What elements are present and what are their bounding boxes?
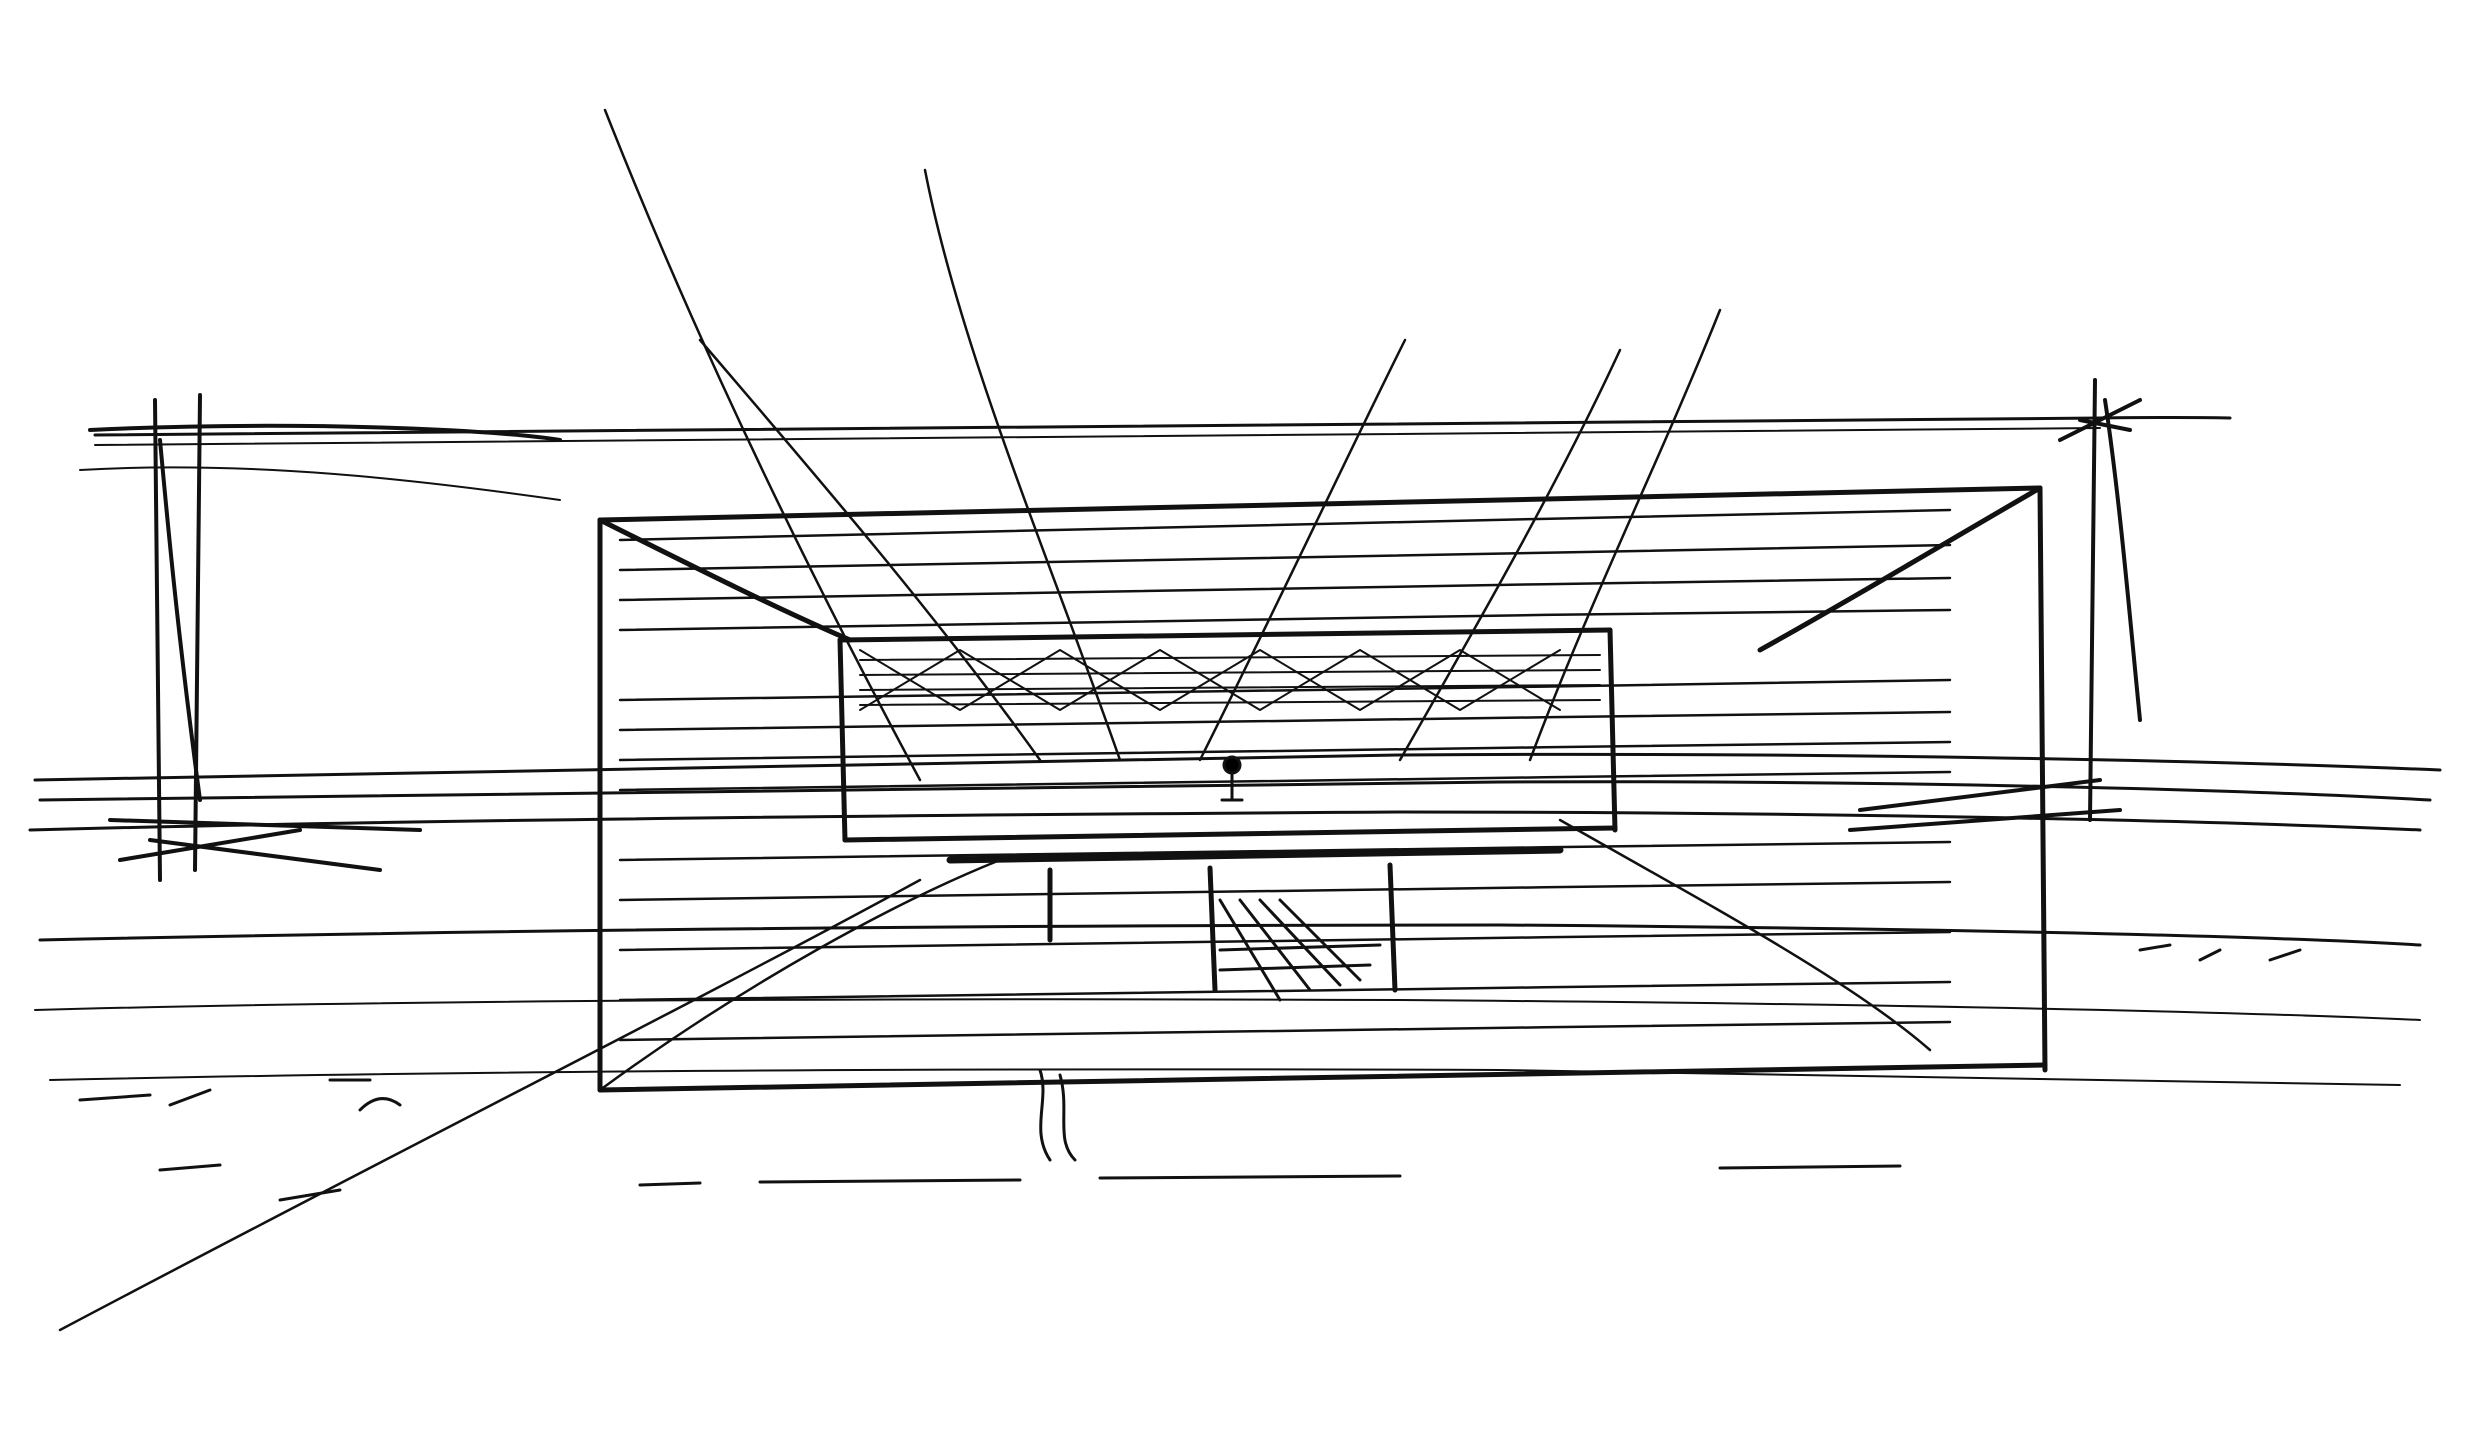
- inner-volume: [837, 627, 1618, 993]
- underside-shading: [1218, 898, 1382, 1002]
- ground-marks: [78, 943, 2302, 1202]
- human-figure: [1220, 755, 1244, 802]
- roof-hatch: [859, 649, 1601, 711]
- main-box-frame: [597, 485, 2048, 1093]
- top-cable: [93, 416, 2232, 446]
- diagonal-lines: [58, 108, 1932, 1332]
- sketch-ink: [28, 108, 2442, 1332]
- left-mast: [79, 393, 562, 882]
- right-mast: [1848, 378, 2142, 832]
- horizontal-scribbles: [618, 508, 1952, 1042]
